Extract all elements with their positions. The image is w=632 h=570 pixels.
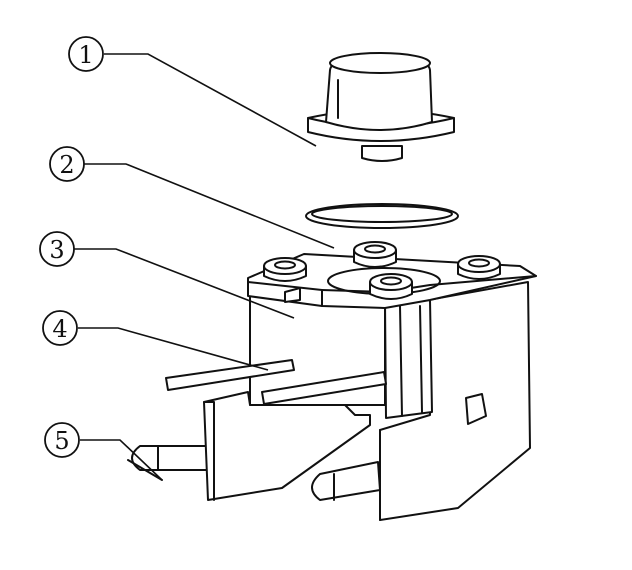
callout-label-3: 3: [49, 236, 64, 264]
left-pin: [127, 445, 213, 481]
callout-label-5: 5: [54, 427, 69, 455]
stud-left: [263, 257, 307, 282]
callout-label-1: 1: [78, 41, 93, 69]
stud-front: [369, 273, 413, 300]
callout-label-4: 4: [52, 315, 67, 343]
housing-studs: [263, 241, 501, 300]
stud-right: [457, 255, 501, 280]
callout-3: 3: [39, 231, 75, 267]
switch-housing: [247, 253, 537, 521]
callout-label-2: 2: [59, 151, 74, 179]
left-terminal-plate: [203, 391, 371, 501]
membrane-disc: [305, 203, 459, 229]
right-pin: [311, 461, 381, 501]
button-cap: [307, 52, 455, 162]
callout-4: 4: [42, 310, 78, 346]
leader-lines: [74, 53, 335, 481]
callout-1: 1: [68, 36, 104, 72]
callout-2: 2: [49, 146, 85, 182]
stud-back: [353, 241, 397, 268]
callout-5: 5: [44, 422, 80, 458]
